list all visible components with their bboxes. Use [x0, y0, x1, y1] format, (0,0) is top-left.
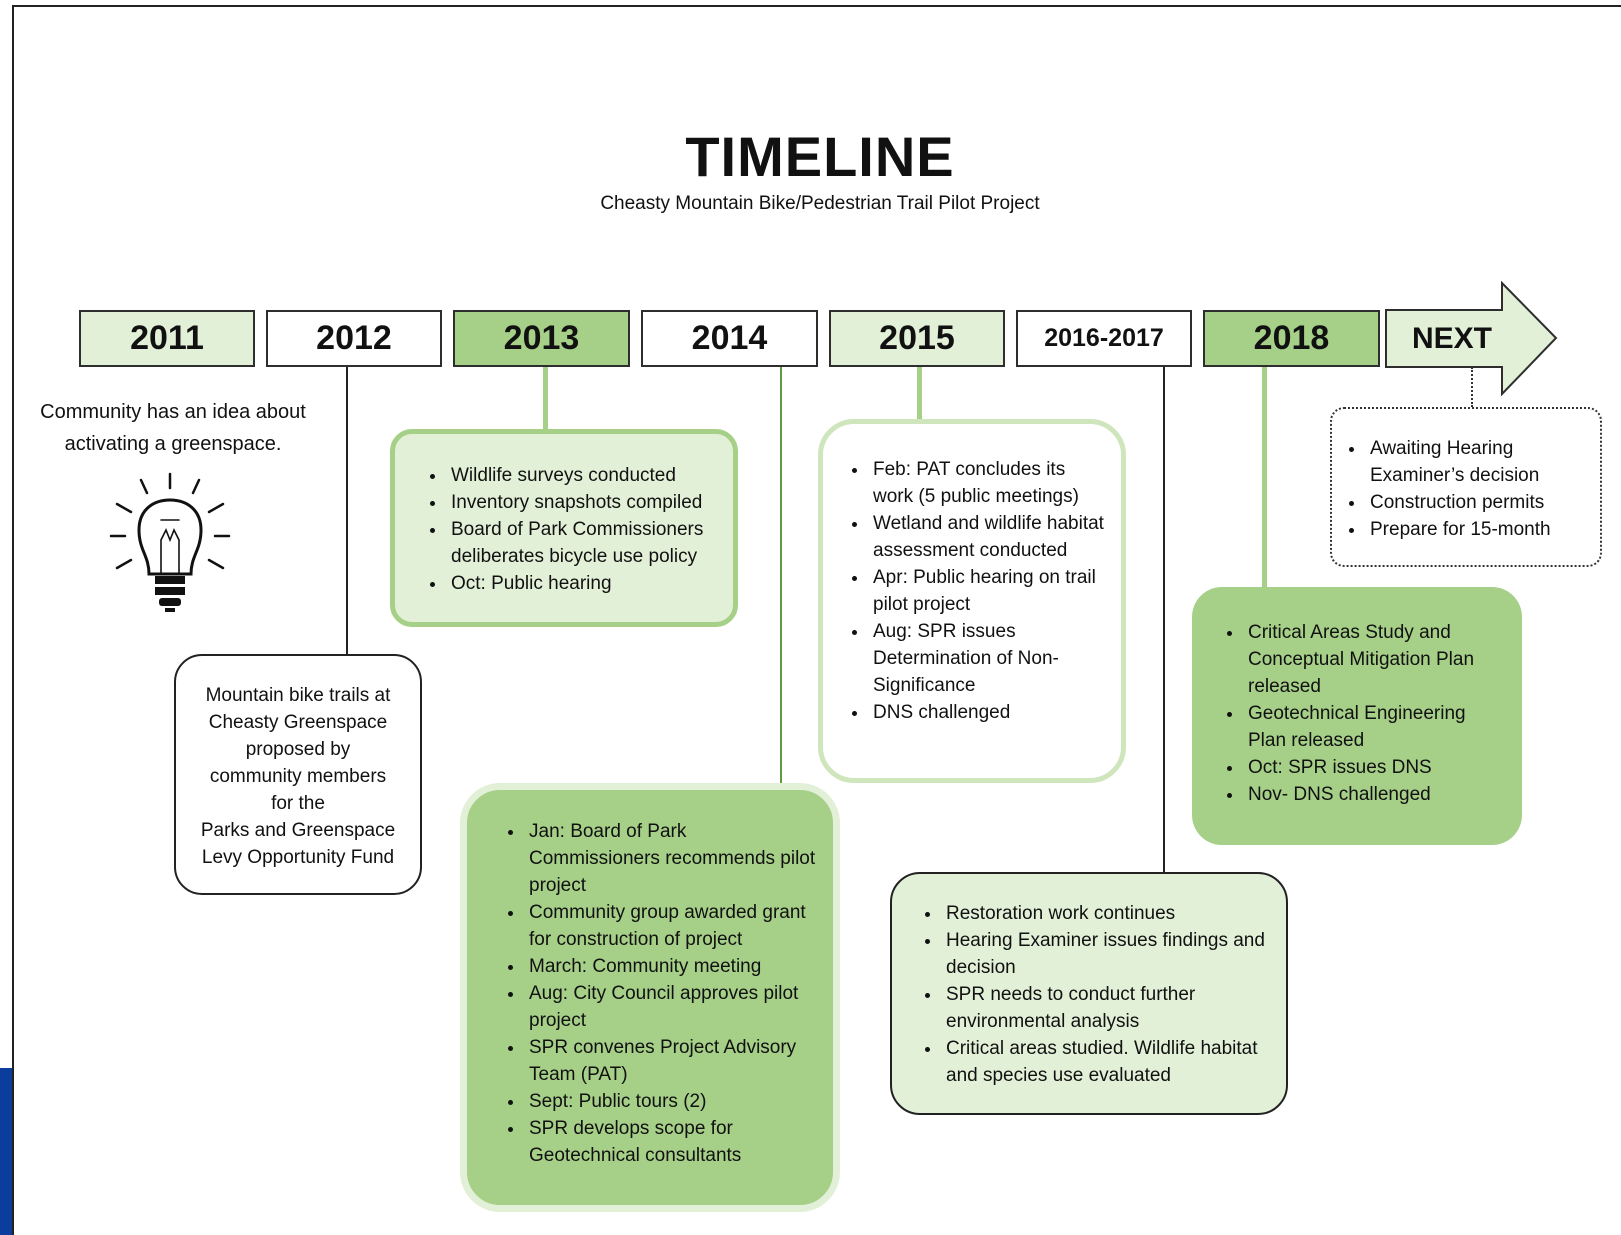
list-item: Hearing Examiner issues findings and dec… — [942, 927, 1274, 981]
list-item: DNS challenged — [869, 699, 1107, 726]
list-item: Oct: SPR issues DNS — [1244, 754, 1508, 781]
list-item: Wetland and wildlife habitat assessment … — [869, 510, 1107, 564]
callout-2015: Feb: PAT concludes its work (5 public me… — [818, 419, 1126, 783]
connector-2014 — [780, 367, 782, 783]
year-2014: 2014 — [641, 310, 818, 367]
list-item: Jan: Board of Park Commissioners recomme… — [525, 818, 821, 899]
list-item: SPR needs to conduct further environment… — [942, 981, 1274, 1035]
callout-2018: Critical Areas Study and Conceptual Miti… — [1192, 587, 1522, 845]
list-item: Critical areas studied. Wildlife habitat… — [942, 1035, 1274, 1089]
list-item: SPR convenes Project Advisory Team (PAT) — [525, 1034, 821, 1088]
list-item: Inventory snapshots compiled — [447, 489, 721, 516]
list-item: Board of Park Commissioners deliberates … — [447, 516, 721, 570]
list-item: Oct: Public hearing — [447, 570, 721, 597]
connector-2015 — [917, 367, 922, 419]
connector-2012 — [346, 367, 348, 655]
connector-next — [1471, 367, 1473, 407]
callout-2013: Wildlife surveys conducted Inventory sna… — [390, 429, 738, 627]
year-2016-2017: 2016-2017 — [1016, 310, 1192, 367]
page-subtitle: Cheasty Mountain Bike/Pedestrian Trail P… — [600, 193, 1040, 214]
callout-2016-2017: Restoration work continues Hearing Exami… — [890, 872, 1288, 1115]
lightbulb-icon — [109, 472, 231, 612]
list-item: Aug: SPR issues Determination of Non-Sig… — [869, 618, 1107, 699]
connector-2018 — [1262, 367, 1267, 589]
list-item: Restoration work continues — [942, 900, 1274, 927]
list-item: Wildlife surveys conducted — [447, 462, 721, 489]
callout-next: Awaiting Hearing Examiner’s decision Con… — [1330, 407, 1602, 567]
callout-2014: Jan: Board of Park Commissioners recomme… — [460, 783, 840, 1212]
idea-text: Community has an idea about activating a… — [40, 401, 306, 455]
list-item: Construction permits — [1366, 489, 1592, 516]
page-frame — [12, 5, 1621, 1235]
year-2015: 2015 — [829, 310, 1005, 367]
year-2018: 2018 — [1203, 310, 1380, 367]
connector-2016-2017 — [1163, 367, 1165, 872]
list-item: Prepare for 15-month — [1366, 516, 1592, 543]
blue-edge-strip — [0, 1068, 12, 1235]
year-next: NEXT — [1411, 321, 1492, 355]
list-item: Aug: City Council approves pilot project — [525, 980, 821, 1034]
list-item: Apr: Public hearing on trail pilot proje… — [869, 564, 1107, 618]
list-item: Nov- DNS challenged — [1244, 781, 1508, 808]
callout-2012: Mountain bike trails at Cheasty Greenspa… — [174, 654, 422, 895]
list-item: Critical Areas Study and Conceptual Miti… — [1244, 619, 1508, 700]
connector-2013 — [543, 367, 548, 429]
list-item: Sept: Public tours (2) — [525, 1088, 821, 1115]
list-item: Community group awarded grant for constr… — [525, 899, 821, 953]
list-item: SPR develops scope for Geotechnical cons… — [525, 1115, 821, 1169]
next-arrow-icon — [1385, 281, 1558, 396]
list-item: March: Community meeting — [525, 953, 821, 980]
page-title: TIMELINE — [685, 125, 955, 188]
year-2011: 2011 — [79, 310, 255, 367]
year-2013: 2013 — [453, 310, 630, 367]
list-item: Geotechnical Engineering Plan released — [1244, 700, 1508, 754]
list-item: Feb: PAT concludes its work (5 public me… — [869, 456, 1107, 510]
year-2012: 2012 — [266, 310, 442, 367]
list-item: Awaiting Hearing Examiner’s decision — [1366, 435, 1592, 489]
